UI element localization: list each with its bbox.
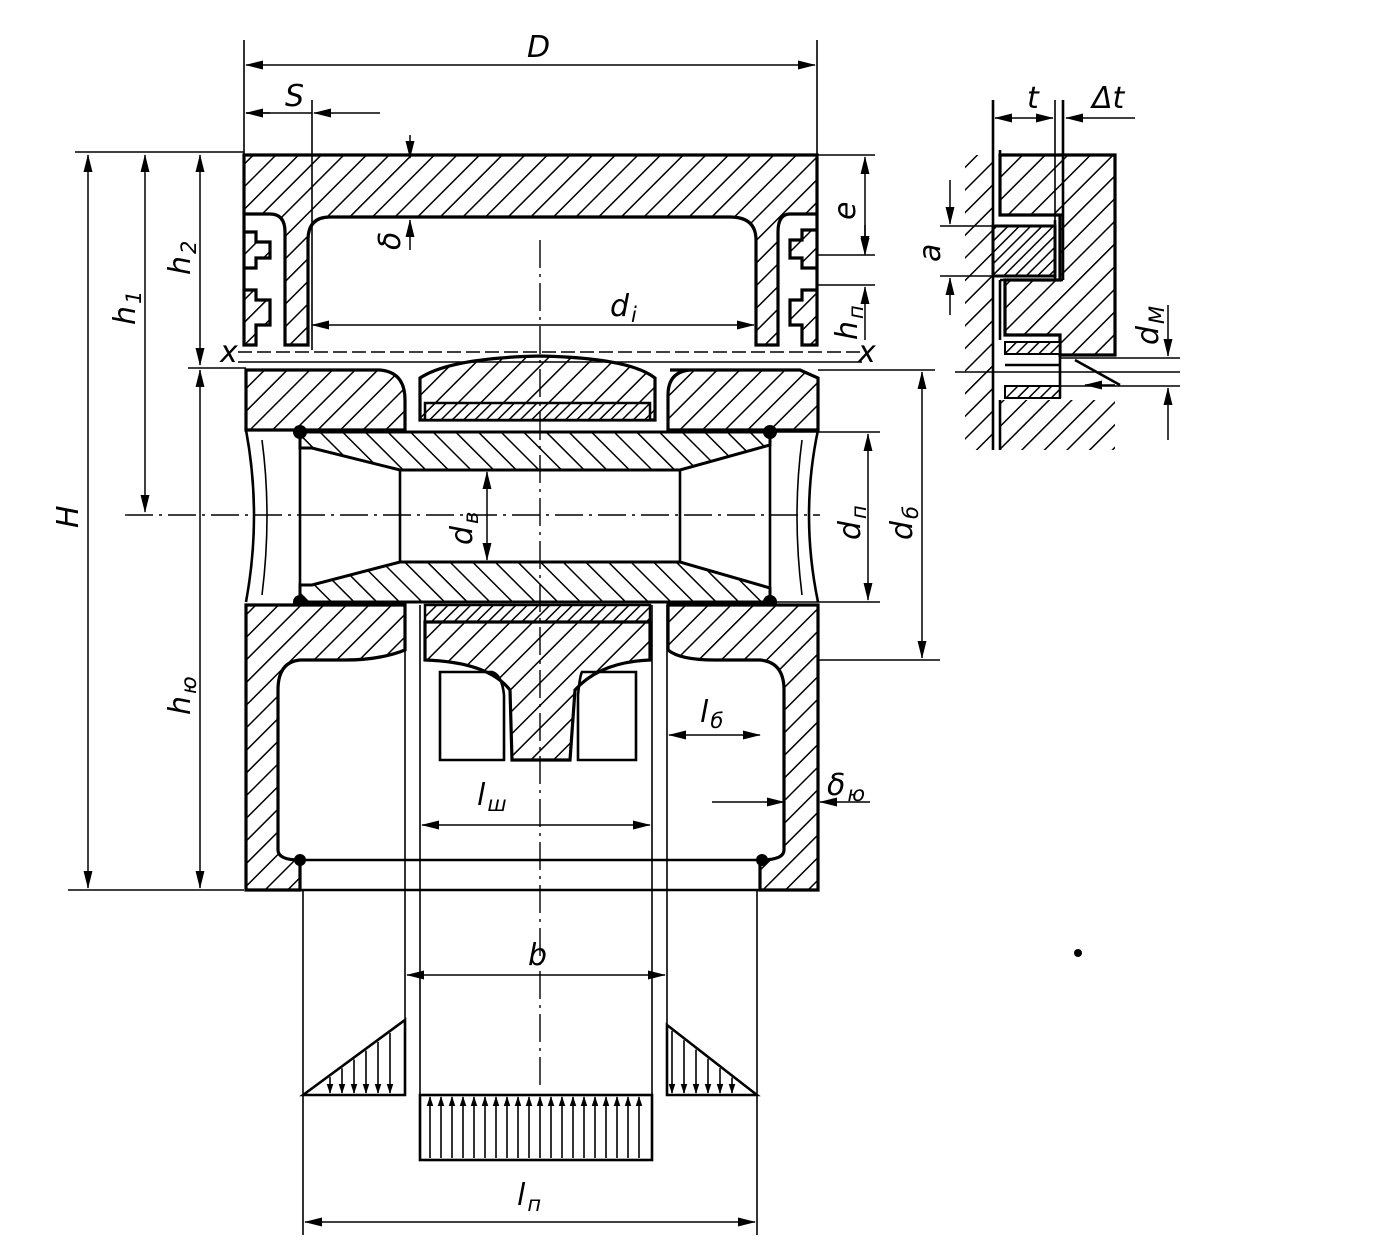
load-diagram-center <box>418 1093 654 1162</box>
label-hyu: h <box>163 696 198 715</box>
dimension-delta: δ <box>373 135 415 250</box>
dimension-db: dб <box>818 369 940 661</box>
label-b: b <box>528 938 547 973</box>
svg-text:di: di <box>610 289 637 327</box>
center-axes <box>125 240 820 1090</box>
label-dp: d <box>833 520 868 540</box>
label-S: S <box>285 79 304 114</box>
svg-text:dв: dв <box>445 512 483 545</box>
label-lsh: l <box>477 778 486 813</box>
label-inset-delta-t: Δt <box>1090 81 1126 116</box>
label-inset-dm-sub: М <box>1145 306 1169 324</box>
load-diagram-left <box>299 1017 407 1097</box>
dimension-lb: lб <box>668 695 761 740</box>
label-dv-sub: в <box>459 512 483 524</box>
label-h2: h <box>163 256 198 275</box>
svg-text:lб: lб <box>700 695 723 733</box>
svg-text:dп: dп <box>833 505 871 540</box>
label-hp-sub: п <box>844 305 868 319</box>
svg-text:dб: dб <box>885 506 923 540</box>
dimension-H: H <box>51 151 244 891</box>
label-delta: δ <box>373 232 408 250</box>
section-line-x <box>238 351 862 363</box>
label-x-left: x <box>219 335 238 370</box>
dimension-dv: dв <box>445 471 492 561</box>
dimension-e: e <box>817 154 875 256</box>
svg-text:h2: h2 <box>163 241 201 275</box>
label-inset-dm: d <box>1131 325 1166 345</box>
dimension-hp: hп <box>817 225 875 340</box>
label-inset-a: a <box>913 244 948 262</box>
dimension-deltayu: δю <box>712 768 870 807</box>
label-hp: h <box>830 321 865 340</box>
projection-lines <box>243 40 818 1235</box>
dimension-S: S <box>245 79 380 118</box>
scan-dot <box>1074 949 1082 957</box>
piston-crown <box>242 153 819 347</box>
dimension-h1: h1 <box>108 154 150 513</box>
svg-text:h1: h1 <box>108 291 146 325</box>
label-di: d <box>610 289 630 324</box>
connecting-rod <box>423 603 652 762</box>
pin-boss-upper <box>244 368 820 432</box>
dimension-h2: h2 <box>163 154 205 366</box>
svg-text:lп: lп <box>517 1178 541 1216</box>
dimension-dp: dп <box>770 431 880 603</box>
dimension-hyu: hю <box>163 367 246 889</box>
label-lp: l <box>517 1178 526 1213</box>
label-inset-t: t <box>1027 81 1040 116</box>
label-lb: l <box>700 695 709 730</box>
label-h1-sub: 1 <box>122 291 146 304</box>
label-lsh-sub: ш <box>487 792 506 816</box>
dimension-D: D <box>245 30 816 70</box>
label-D: D <box>527 30 550 65</box>
label-hyu-sub: ю <box>177 676 201 694</box>
label-deltayu: δ <box>827 768 845 803</box>
dimension-b: b <box>406 938 666 980</box>
label-h2-sub: 2 <box>177 241 201 254</box>
skirt-lower <box>244 603 820 892</box>
label-e: e <box>828 202 863 220</box>
dimension-lp: lп <box>304 1178 756 1227</box>
load-diagram-right <box>665 1022 761 1097</box>
ring-groove-detail: t Δt a dМ <box>913 81 1180 450</box>
piston-pin <box>293 425 777 609</box>
label-h1: h <box>108 306 143 325</box>
svg-text:lш: lш <box>477 778 507 816</box>
svg-text:δю: δю <box>827 768 865 806</box>
dimension-lsh: lш <box>421 778 651 830</box>
svg-text:hю: hю <box>163 676 201 715</box>
dimension-di: di <box>311 289 755 330</box>
label-db-sub: б <box>899 506 923 519</box>
svg-text:hп: hп <box>830 305 868 340</box>
label-H: H <box>51 505 86 528</box>
label-db: d <box>885 520 920 540</box>
rod-small-end <box>418 354 657 422</box>
svg-text:dМ: dМ <box>1131 306 1169 345</box>
label-x-right: x <box>857 335 876 370</box>
label-di-sub: i <box>631 303 637 327</box>
label-dp-sub: п <box>847 505 871 519</box>
label-lp-sub: п <box>527 1192 541 1216</box>
label-lb-sub: б <box>710 709 723 733</box>
label-deltayu-sub: ю <box>847 782 865 806</box>
label-dv: d <box>445 525 480 545</box>
